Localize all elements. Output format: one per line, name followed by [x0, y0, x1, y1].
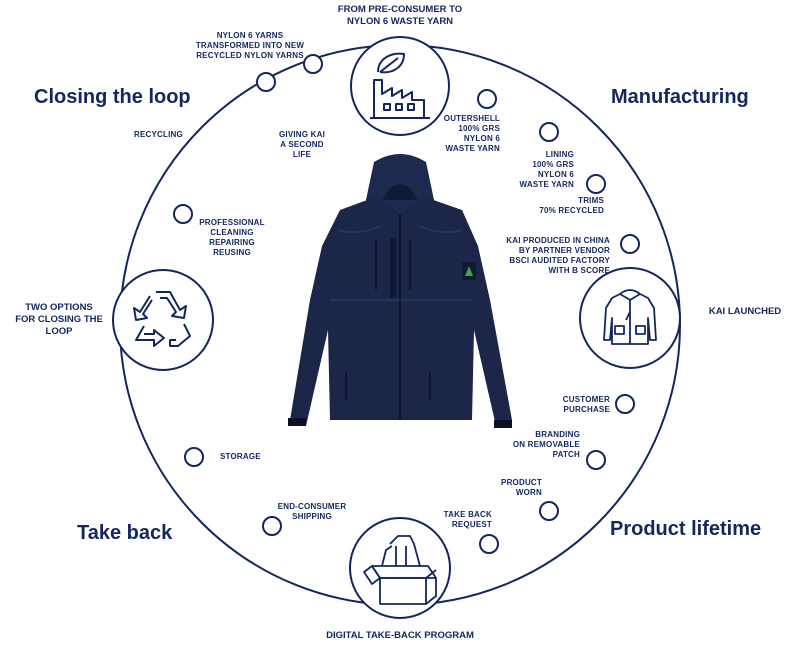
- hub-right-label: KAI LAUNCHED: [708, 306, 782, 317]
- phase-manufacturing: Manufacturing: [611, 86, 749, 108]
- marker-professional: [173, 204, 193, 224]
- step-end-consumer-shipping: END-CONSUMER SHIPPING: [277, 502, 347, 521]
- hub-bottom: [349, 517, 451, 619]
- marker-nylon-yarns: [303, 54, 323, 74]
- marker-customer-purchase: [615, 394, 635, 414]
- step-branding: BRANDING ON REMOVABLE PATCH: [512, 430, 580, 459]
- marker-branding: [586, 450, 606, 470]
- jacket-icon: [603, 289, 657, 345]
- step-produced: KAI PRODUCED IN CHINA BY PARTNER VENDOR …: [506, 236, 610, 275]
- factory-leaf-icon: [370, 52, 430, 119]
- step-take-back-request: TAKE BACK REQUEST: [443, 510, 492, 529]
- recycle-icon: [133, 291, 191, 347]
- marker-outershell: [477, 89, 497, 109]
- step-outershell: OUTERSHELL 100% GRS NYLON 6 WASTE YARN: [443, 114, 500, 153]
- hub-bottom-label: DIGITAL TAKE-BACK PROGRAM: [326, 630, 474, 641]
- step-trims: TRIMS 70% RECYCLED: [539, 196, 604, 215]
- marker-giving-second-life: [256, 72, 276, 92]
- step-giving-second-life: GIVING KAI A SECOND LIFE: [278, 130, 325, 159]
- step-lining: LINING 100% GRS NYLON 6 WASTE YARN: [519, 150, 574, 189]
- step-storage: STORAGE: [220, 452, 261, 461]
- step-nylon-yarns: NYLON 6 YARNS TRANSFORMED INTO NEW RECYC…: [195, 31, 305, 60]
- marker-produced: [620, 234, 640, 254]
- marker-lining: [539, 122, 559, 142]
- phase-product-lifetime: Product lifetime: [610, 518, 762, 540]
- marker-trims: [586, 174, 606, 194]
- hub-left-label: TWO OPTIONS FOR CLOSING THE LOOP: [15, 302, 103, 337]
- step-professional-cleaning: PROFESSIONAL CLEANING REPAIRING REUSING: [199, 218, 265, 257]
- marker-end-consumer: [262, 516, 282, 536]
- marker-storage: [184, 447, 204, 467]
- navy-jacket-image: [288, 154, 512, 428]
- phase-take-back: Take back: [77, 522, 173, 544]
- marker-product-worn: [539, 501, 559, 521]
- hub-left: [112, 269, 214, 371]
- phase-closing-the-loop: Closing the loop: [34, 86, 191, 108]
- step-product-worn: PRODUCT WORN: [501, 478, 542, 497]
- marker-take-back-request: [479, 534, 499, 554]
- hub-top-label: FROM PRE-CONSUMER TO NYLON 6 WASTE YARN: [337, 4, 463, 27]
- step-customer-purchase: CUSTOMER PURCHASE: [562, 395, 610, 414]
- step-recycling: RECYCLING: [134, 130, 183, 139]
- jacket-box-icon: [363, 535, 437, 605]
